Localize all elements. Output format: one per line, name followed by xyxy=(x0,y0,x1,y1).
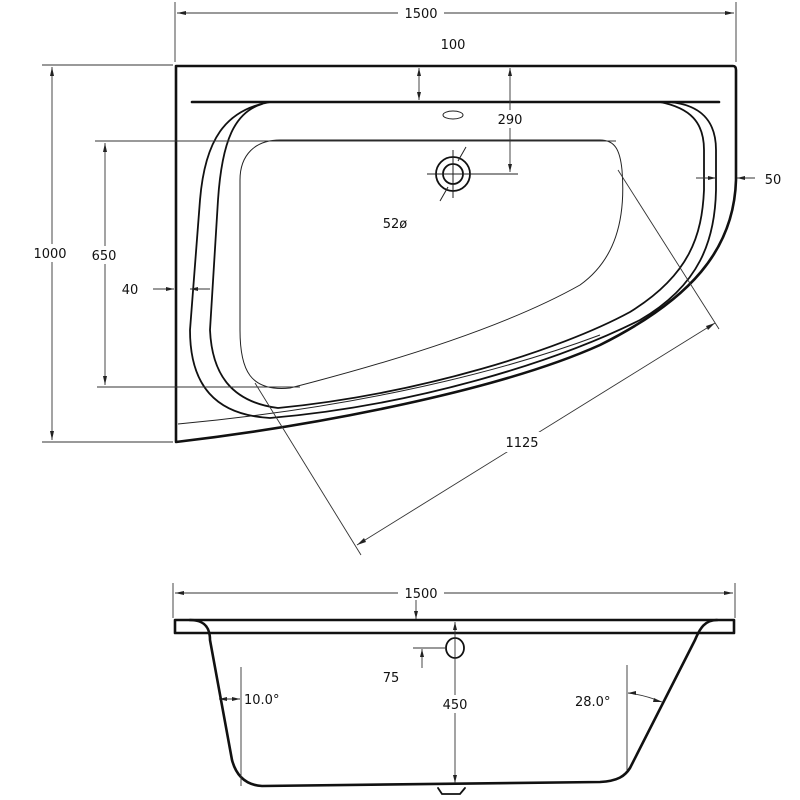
right-angle-label: 28.0° xyxy=(575,695,610,710)
side-width-label: 1500 xyxy=(404,587,437,602)
inner-depth-label: 650 xyxy=(92,249,117,264)
overflow-offset-label: 100 xyxy=(441,38,466,53)
drain-icon xyxy=(427,146,518,202)
side-view: 1500 75 450 10.0° 28.0° xyxy=(172,583,736,795)
plan-view: 1500 100 52ø xyxy=(28,2,782,556)
right-rim-label: 50 xyxy=(765,173,782,188)
plan-width-label: 1500 xyxy=(404,7,437,22)
plan-depth-dimension: 1000 xyxy=(28,64,173,443)
bowl-outer-contour xyxy=(189,101,717,419)
overflow-icon xyxy=(442,110,464,120)
side-width-dimension: 1500 xyxy=(172,583,736,618)
tub-outer-rim xyxy=(174,64,738,444)
left-rim-label: 40 xyxy=(122,283,139,298)
left-angle-label: 10.0° xyxy=(244,693,279,708)
drain-diameter-label: 52ø xyxy=(383,217,408,232)
overflow-offset-side-label: 75 xyxy=(383,671,400,686)
plan-width-dimension: 1500 xyxy=(174,2,737,62)
diagonal-dimension: 1125 xyxy=(254,169,720,556)
depth-label: 450 xyxy=(443,698,468,713)
inner-depth-dimension: 650 xyxy=(86,140,616,388)
plan-depth-label: 1000 xyxy=(33,247,66,262)
tub-rim-profile xyxy=(173,618,736,635)
inner-basin-contour xyxy=(239,139,624,389)
diagonal-length-label: 1125 xyxy=(505,436,538,451)
overflow-to-drain-label: 290 xyxy=(498,113,523,128)
tub-body-profile xyxy=(188,618,719,788)
